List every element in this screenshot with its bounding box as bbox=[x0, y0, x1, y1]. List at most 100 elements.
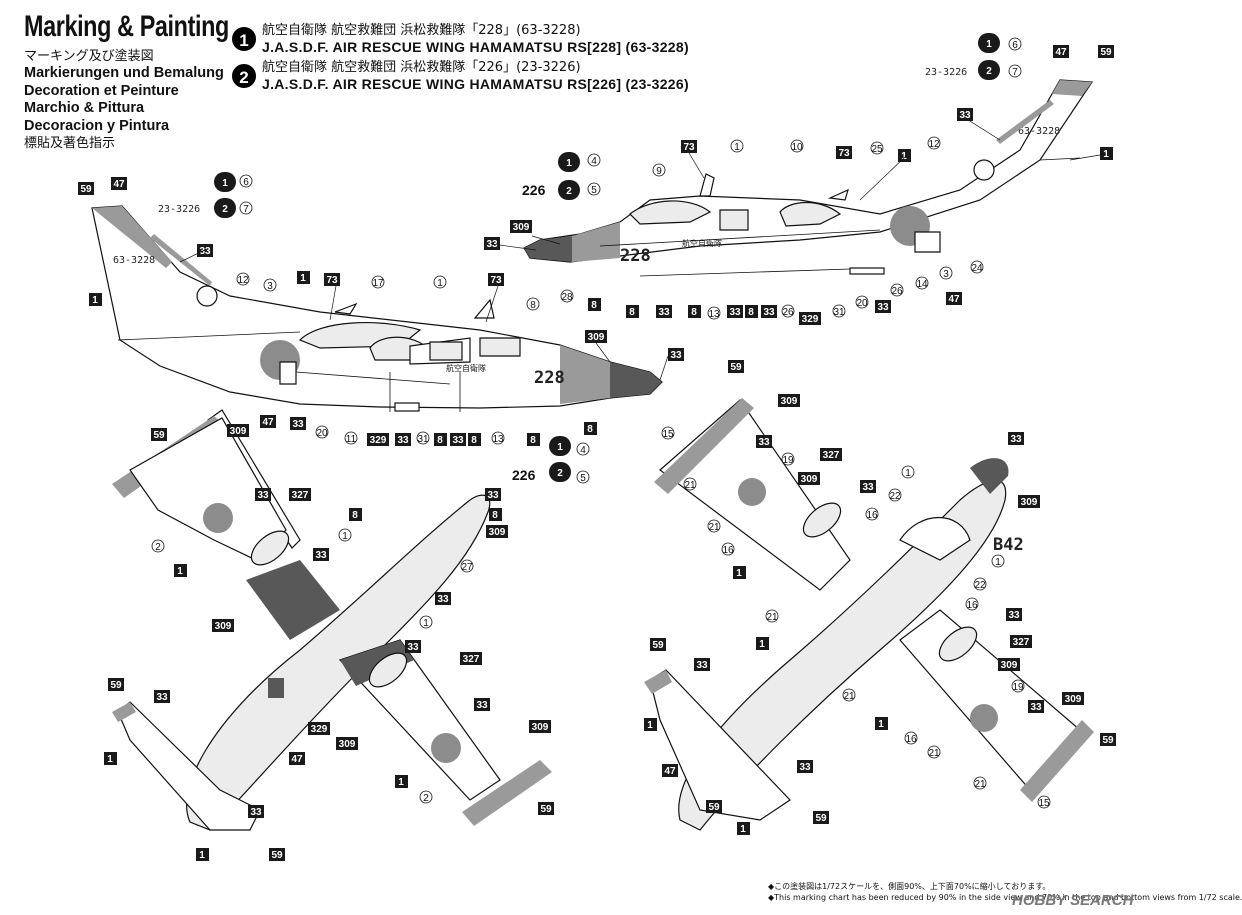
code-226-side-right: 226 bbox=[522, 182, 546, 198]
subtitle-cn: 標貼及著色指示 bbox=[24, 136, 116, 152]
svg-text:1: 1 bbox=[107, 754, 113, 765]
svg-text:8: 8 bbox=[437, 435, 443, 446]
part-callout: 16 bbox=[865, 507, 879, 521]
color-callout: 33 bbox=[255, 488, 271, 501]
svg-text:1: 1 bbox=[342, 531, 348, 542]
part-callout: 25 bbox=[870, 141, 884, 155]
subtitle-es: Decoracion y Pintura bbox=[24, 117, 170, 134]
badge-1-side-left: 1 bbox=[222, 178, 228, 189]
svg-text:59: 59 bbox=[730, 362, 742, 373]
part-callout: 21 bbox=[683, 477, 697, 491]
color-callout: 327 bbox=[820, 448, 842, 461]
color-callout: 33 bbox=[290, 417, 306, 430]
part-callout: 16 bbox=[965, 597, 979, 611]
svg-text:26: 26 bbox=[891, 286, 903, 297]
svg-text:21: 21 bbox=[708, 522, 720, 533]
color-callout: 33 bbox=[1028, 700, 1044, 713]
part-callout: 19 bbox=[781, 452, 795, 466]
part-callout: 8 bbox=[526, 297, 540, 311]
svg-text:15: 15 bbox=[1038, 798, 1050, 809]
color-callout: 59 bbox=[650, 638, 666, 651]
color-callout: 33 bbox=[1006, 608, 1022, 621]
part-callout: 5 bbox=[587, 182, 601, 196]
svg-text:33: 33 bbox=[799, 762, 811, 773]
color-callout: 33 bbox=[957, 108, 973, 121]
svg-text:3: 3 bbox=[943, 269, 949, 280]
svg-text:309: 309 bbox=[781, 396, 798, 407]
option-2-badge: 2 bbox=[232, 64, 256, 88]
color-callout: 59 bbox=[1100, 733, 1116, 746]
part-callout: 21 bbox=[973, 776, 987, 790]
color-callout: 1 bbox=[104, 752, 117, 765]
svg-text:14: 14 bbox=[916, 279, 928, 290]
color-callout: 1 bbox=[297, 271, 310, 284]
svg-text:27: 27 bbox=[461, 562, 473, 573]
svg-text:17: 17 bbox=[372, 278, 384, 289]
page-title: Marking & Painting bbox=[24, 10, 229, 43]
color-callout: 73 bbox=[324, 273, 340, 286]
color-callout: 329 bbox=[367, 433, 389, 446]
color-callout: 47 bbox=[111, 177, 127, 190]
svg-text:33: 33 bbox=[487, 490, 499, 501]
option-badges: 1 2 1 2 226 1 2 226 1 2 bbox=[214, 33, 1000, 483]
svg-text:5: 5 bbox=[591, 185, 597, 196]
svg-text:8: 8 bbox=[748, 307, 754, 318]
svg-text:8: 8 bbox=[629, 307, 635, 318]
svg-text:11: 11 bbox=[346, 434, 357, 445]
subtitle-list: マーキング及び塗装図 Markierungen und Bemalung Dec… bbox=[24, 48, 224, 152]
svg-text:1: 1 bbox=[199, 850, 205, 861]
color-callout: 59 bbox=[269, 848, 285, 861]
code-228-side-right: 228 bbox=[620, 246, 651, 266]
color-callout: 1 bbox=[174, 564, 187, 577]
svg-text:309: 309 bbox=[1001, 660, 1018, 671]
svg-text:33: 33 bbox=[257, 490, 269, 501]
svg-text:31: 31 bbox=[417, 434, 429, 445]
svg-text:47: 47 bbox=[948, 294, 960, 305]
color-callout: 309 bbox=[529, 720, 551, 733]
part-callout: 1 bbox=[338, 528, 352, 542]
svg-text:12: 12 bbox=[237, 275, 249, 286]
part-callout: 15 bbox=[661, 426, 675, 440]
part-callout: 5 bbox=[576, 470, 590, 484]
color-callout: 1 bbox=[875, 717, 888, 730]
svg-text:6: 6 bbox=[243, 177, 249, 188]
svg-text:16: 16 bbox=[866, 510, 878, 521]
color-callout: 327 bbox=[460, 652, 482, 665]
svg-text:33: 33 bbox=[1010, 434, 1022, 445]
color-callout: 33 bbox=[435, 592, 451, 605]
svg-text:13: 13 bbox=[492, 434, 504, 445]
color-callout: 59 bbox=[728, 360, 744, 373]
svg-text:21: 21 bbox=[843, 691, 855, 702]
color-callout: 33 bbox=[154, 690, 170, 703]
svg-text:33: 33 bbox=[199, 246, 211, 257]
svg-text:1: 1 bbox=[423, 618, 429, 629]
svg-text:20: 20 bbox=[856, 298, 868, 309]
svg-text:8: 8 bbox=[587, 424, 593, 435]
svg-text:19: 19 bbox=[782, 455, 794, 466]
svg-text:1: 1 bbox=[736, 568, 742, 579]
subtitle-fr: Decoration et Peinture bbox=[24, 82, 179, 99]
badge-1-side-right: 1 bbox=[566, 158, 572, 169]
svg-text:59: 59 bbox=[540, 804, 552, 815]
svg-text:4: 4 bbox=[591, 156, 597, 167]
svg-text:327: 327 bbox=[1013, 637, 1030, 648]
jasdf-text-side-right: 航空自衛隊 bbox=[682, 238, 722, 248]
color-callout: 73 bbox=[488, 273, 504, 286]
color-callout: 329 bbox=[799, 312, 821, 325]
svg-text:9: 9 bbox=[656, 166, 662, 177]
color-callout: 1 bbox=[89, 293, 102, 306]
svg-text:1: 1 bbox=[647, 720, 653, 731]
color-callout: 1 bbox=[196, 848, 209, 861]
part-callout: 7 bbox=[1008, 64, 1022, 78]
serial-side-right: 63-3228 bbox=[1018, 126, 1060, 137]
svg-text:59: 59 bbox=[110, 680, 122, 691]
svg-text:59: 59 bbox=[1102, 735, 1114, 746]
color-callout: 1 bbox=[1100, 147, 1113, 160]
badge-2-side-right: 2 bbox=[566, 186, 572, 197]
color-callout: 8 bbox=[434, 433, 447, 446]
hinomaru-top-left-wing bbox=[203, 503, 233, 533]
part-callout: 22 bbox=[973, 577, 987, 591]
svg-text:59: 59 bbox=[708, 802, 720, 813]
svg-text:33: 33 bbox=[292, 419, 304, 430]
color-callout: 309 bbox=[212, 619, 234, 632]
